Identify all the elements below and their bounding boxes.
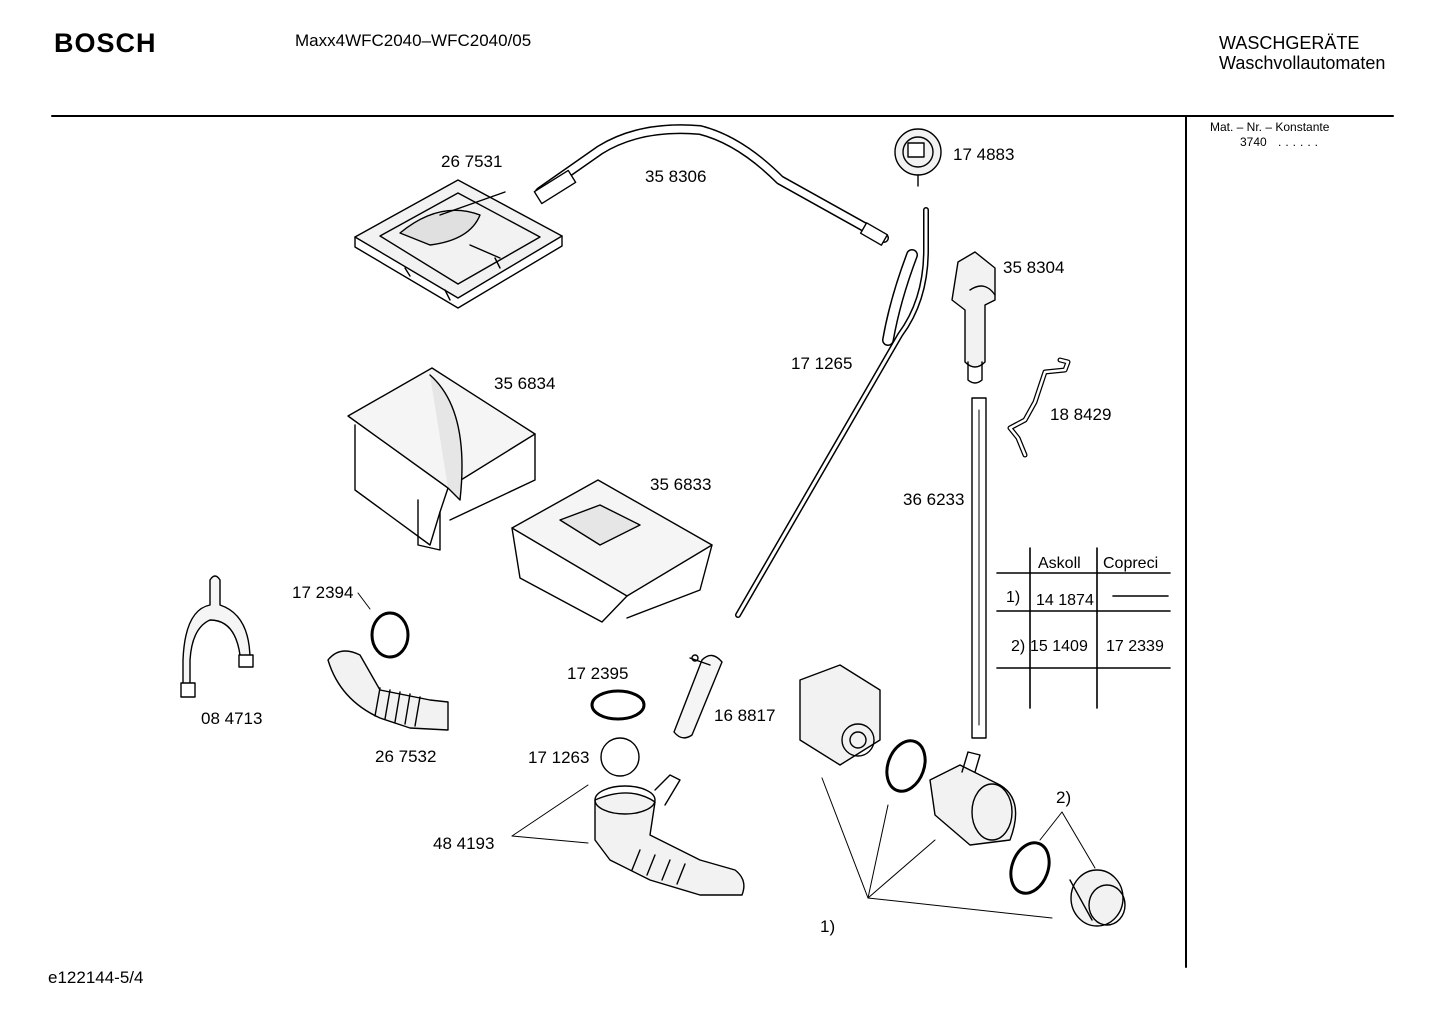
sump-hose-drawing — [594, 774, 745, 896]
air-chamber-drawing — [951, 251, 996, 384]
model-title: Maxx4WFC2040–WFC2040/05 — [295, 31, 532, 50]
callout-1-label: 1) — [820, 917, 836, 936]
part-label-356833: 35 6833 — [650, 475, 712, 494]
leader-172394 — [357, 592, 371, 610]
mat-number-dots: ...... — [1278, 135, 1323, 149]
ball-valve-drawing — [600, 737, 640, 777]
category-subtitle: Waschvollautomaten — [1219, 53, 1386, 73]
seal-ring-172395-drawing — [590, 689, 646, 721]
part-label-356834: 35 6834 — [494, 374, 556, 393]
dispenser-cover-drawing — [354, 179, 563, 309]
document-id: e122144-5/4 — [48, 968, 144, 987]
leader-484193-a — [511, 784, 589, 837]
part-label-174883: 17 4883 — [953, 145, 1015, 164]
level-hose-drawing — [971, 397, 987, 739]
lint-filter-drawing — [1069, 869, 1126, 927]
part-label-267531: 26 7531 — [441, 152, 503, 171]
part-label-172394: 17 2394 — [292, 583, 354, 602]
part-label-358306: 35 8306 — [645, 167, 707, 186]
pump-housing-drawing — [929, 751, 1017, 846]
part-label-084713: 08 4713 — [201, 709, 263, 728]
drain-bellows-drawing — [327, 650, 449, 731]
table-header-askoll: Askoll — [1038, 555, 1081, 572]
hose-holder-drawing — [180, 575, 254, 698]
table-row-2-askoll: 15 1409 — [1030, 638, 1088, 655]
category-title: WASCHGERÄTE — [1219, 33, 1360, 53]
table-row-2-ref: 2) — [1011, 638, 1026, 655]
part-label-358304: 35 8304 — [1003, 258, 1065, 277]
leader-484193-b — [511, 835, 589, 844]
part-label-484193: 48 4193 — [433, 834, 495, 853]
part-label-172395: 17 2395 — [567, 664, 629, 683]
mat-number-label: Mat. – Nr. – Konstante — [1210, 120, 1330, 134]
drain-pump-drawing — [799, 664, 881, 766]
brand-logo: BOSCH — [54, 28, 157, 58]
seal-ring-172394-drawing — [370, 611, 410, 659]
pressure-tube-drawing — [735, 207, 929, 618]
table-header-copreci: Copreci — [1103, 555, 1159, 572]
filter-seal-ring-drawing — [1009, 841, 1051, 895]
detergent-drawer-housing-drawing — [347, 367, 536, 551]
callout-2-leaders — [1039, 811, 1096, 869]
inlet-hose-drawing — [533, 124, 889, 246]
part-label-267532: 26 7532 — [375, 747, 437, 766]
callout-1-leaders — [821, 777, 1053, 919]
supplier-table-grid — [996, 547, 1171, 709]
part-label-171263: 17 1263 — [528, 748, 590, 767]
pump-seal-ring-drawing — [885, 739, 927, 793]
mat-number-value: 3740 — [1240, 135, 1267, 149]
table-row-1-askoll: 14 1874 — [1036, 592, 1094, 609]
sensor-drawing — [673, 654, 723, 739]
callout-2-label: 2) — [1056, 788, 1072, 807]
table-row-2-copreci: 17 2339 — [1106, 638, 1164, 655]
part-label-188429: 18 8429 — [1050, 405, 1112, 424]
part-label-366233: 36 6233 — [903, 490, 965, 509]
part-label-168817: 16 8817 — [714, 706, 776, 725]
pressure-switch-drawing — [894, 128, 942, 187]
part-label-171265: 17 1265 — [791, 354, 853, 373]
table-row-1-ref: 1) — [1006, 589, 1021, 606]
detergent-drawer-drawing — [511, 479, 713, 623]
